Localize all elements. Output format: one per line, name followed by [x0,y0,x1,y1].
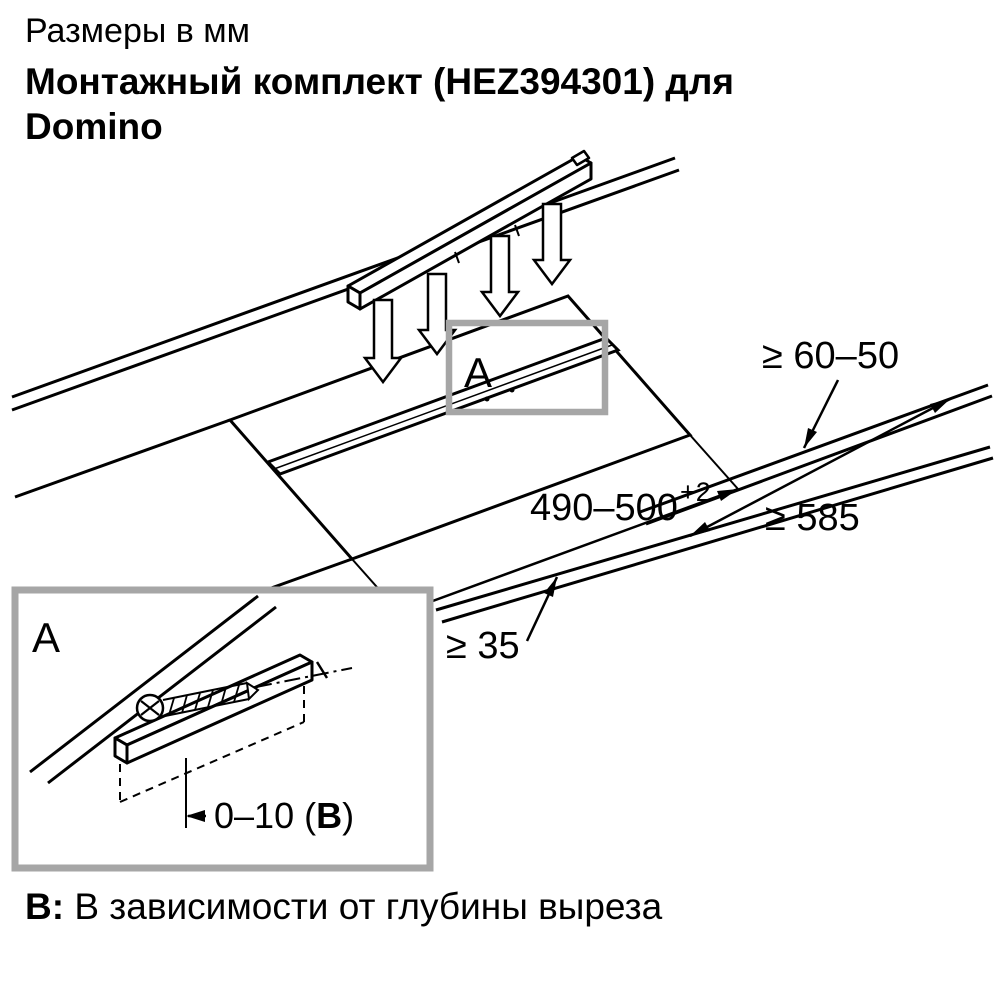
footnote-key: B: [25,886,65,927]
dim-rear-clearance-label: ≥ 60–50 [762,335,899,377]
insertion-arrow [531,202,573,287]
dim-front-clearance-label: ≥ 35 [446,625,520,667]
seated-rail [265,336,621,476]
detail-dim: 0–10 (B) [185,758,354,836]
page-title-line1: Монтажный комплект (HEZ394301) для [25,61,735,102]
detail-dim-suffix: ) [342,795,354,836]
detail-screw [135,681,260,723]
dim-cutout-depth-tolerance: +2 [680,477,711,507]
page-title-line2: Domino [25,106,163,148]
detail-label: A [32,614,60,661]
footnote-text: В зависимости от глубины выреза [74,886,663,927]
footnote: B: В зависимости от глубины выреза [25,886,662,928]
dim-rear-clearance: ≥ 60–50 [762,335,899,449]
dim-cutout-depth-label: 490–500 [530,487,678,529]
mounting-rail [346,149,593,311]
dim-worktop-depth: ≥ 585 [689,397,951,539]
dim-worktop-depth-label: ≥ 585 [765,497,860,539]
callout-a-label: A [464,349,492,396]
worktop-edges [11,156,994,624]
detail-box: A [11,586,434,872]
detail-dim-bold: B [316,795,342,836]
insertion-arrow [479,234,521,319]
detail-rail-hidden-lines [119,684,305,803]
dim-cutout-depth: 490–500 +2 [351,434,739,615]
callout-a: A [445,319,609,416]
detail-centerline [255,661,353,688]
detail-dim-prefix: 0–10 ( [214,795,316,836]
insertion-arrows [362,202,573,385]
detail-cutout-edge [29,594,277,785]
units-note: Размеры в мм [25,12,251,50]
dim-front-clearance: ≥ 35 [446,576,559,667]
header: Размеры в мм Монтажный комплект (HEZ3943… [25,12,734,149]
callout-a-frame [445,319,609,416]
detail-dim-label: 0–10 (B) [214,795,354,836]
insertion-arrow [362,298,404,385]
